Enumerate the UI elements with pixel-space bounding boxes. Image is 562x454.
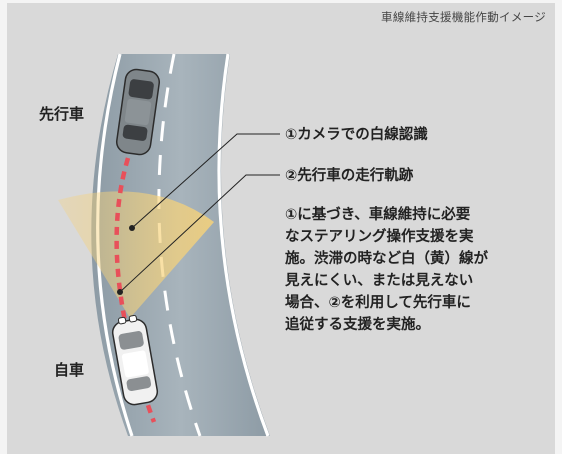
lane-recognition-callout: ①カメラでの白線認識 bbox=[285, 127, 428, 143]
lead-vehicle-label: 先行車 bbox=[39, 105, 85, 123]
center-lane-line bbox=[157, 53, 202, 437]
leader-line-2 bbox=[119, 174, 280, 293]
own-vehicle bbox=[111, 314, 159, 406]
image-caption: 車線維持支援機能作動イメージ bbox=[381, 10, 546, 24]
camera-detection-zone bbox=[58, 191, 214, 318]
right-lane-line bbox=[217, 53, 270, 437]
leader-dot-1 bbox=[129, 225, 135, 231]
leader-dot-2 bbox=[117, 289, 123, 295]
leader-line-1 bbox=[131, 133, 280, 229]
lead-vehicle bbox=[115, 68, 161, 156]
lead-trajectory-callout: ②先行車の走行軌跡 bbox=[285, 168, 414, 184]
description-text: ①に基づき、車線維持に必要 なステアリング操作支援を実 施。渋滞の時など白（黄）… bbox=[285, 207, 488, 333]
own-vehicle-label: 自車 bbox=[54, 361, 85, 379]
